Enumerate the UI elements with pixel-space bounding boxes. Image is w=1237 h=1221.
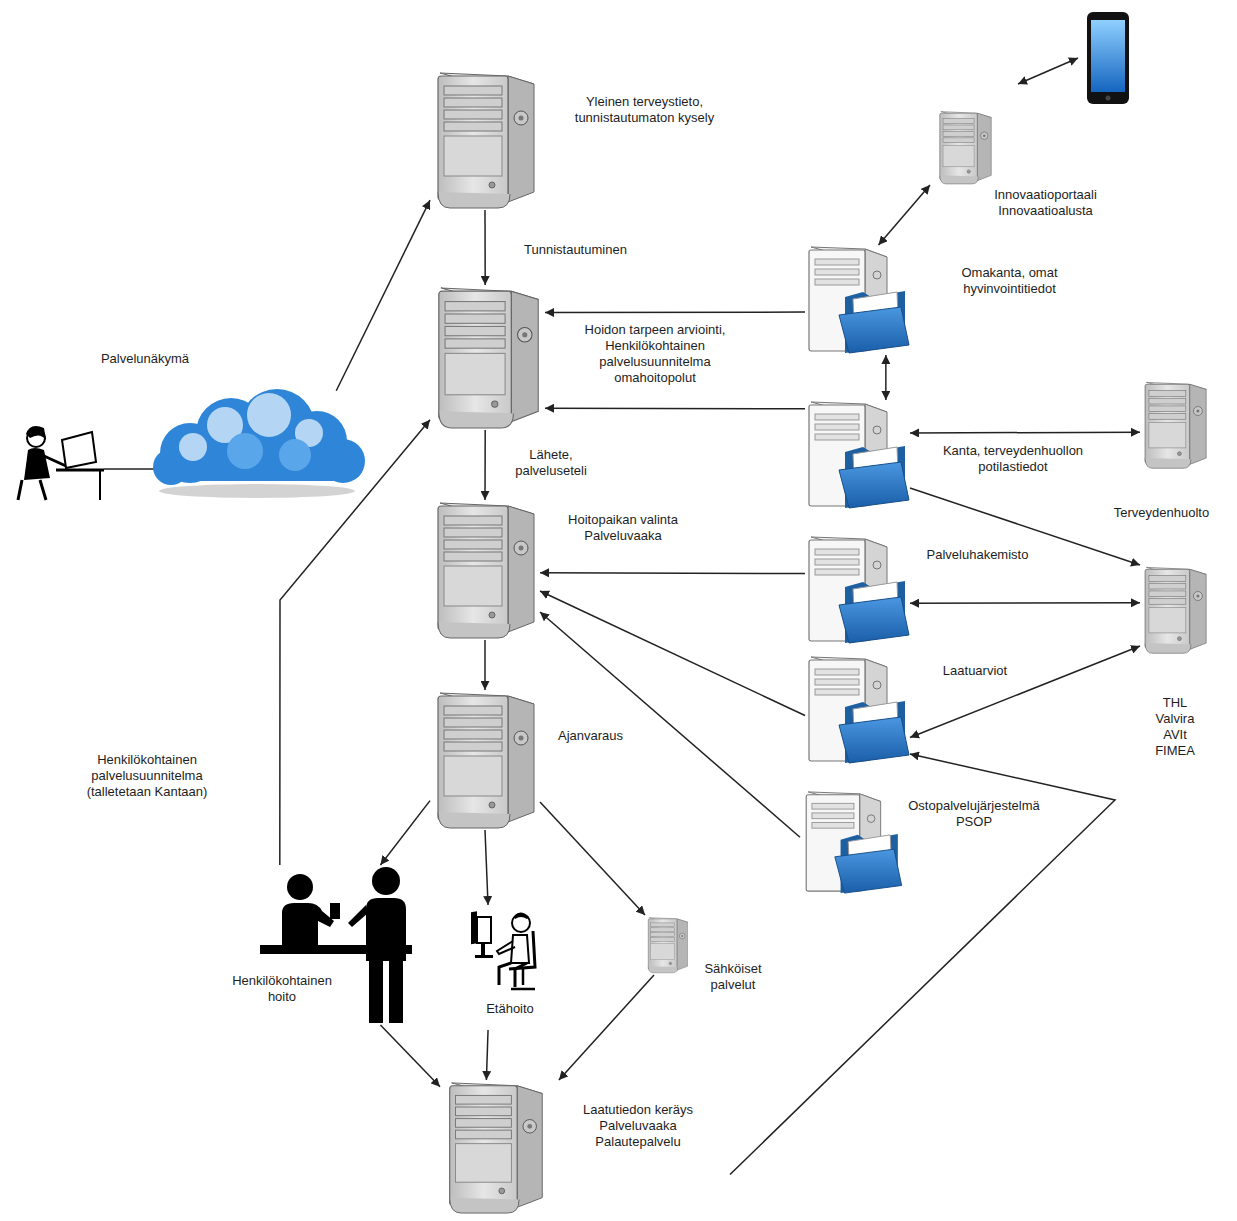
cloud-shape: [153, 389, 365, 498]
node-label: Etähoito: [465, 1001, 555, 1017]
node-label: Sähköiset palvelut: [691, 961, 775, 993]
server-box: Laatutiedon keräys Palveluvaaka Palautep…: [440, 1080, 730, 1215]
server-box: Sähköiset palvelut: [645, 915, 690, 975]
arrow-connector: [879, 185, 931, 245]
node-label: Hoidon tarpeen arviointi, Henkilökohtain…: [570, 322, 740, 386]
arrow-connector: [910, 431, 1140, 433]
tower-shape: [450, 1083, 543, 1213]
tower-icon: [430, 500, 540, 640]
arrow-connector: [885, 355, 887, 400]
folder-shape: [806, 792, 901, 893]
arrow-connector: [484, 640, 486, 690]
arrow-connector: [485, 830, 488, 905]
server-box: Terveydenhuolto: [1140, 380, 1210, 470]
arrow-connector: [545, 311, 805, 313]
arrow-connector: [545, 408, 805, 410]
node-label: Laatuarviot: [920, 663, 1030, 679]
arrow-connector: [540, 572, 805, 574]
edge-label: Henkilökohtainen palvelusuunnitelma (tal…: [70, 752, 224, 800]
server-box: Hoidon tarpeen arviointi, Henkilökohtain…: [430, 285, 545, 430]
edge-label: Lähete, palveluseteli: [503, 447, 599, 479]
arrow-connector: [540, 802, 645, 915]
server-box: Ajanvaraus: [430, 690, 540, 830]
tower-icon: [430, 70, 540, 210]
arrow-connector: [559, 975, 654, 1080]
database-box: Ostopalvelujärjestelmä PSOP: [800, 790, 905, 895]
arrow-connector: [540, 591, 805, 716]
tower-shape: [1145, 567, 1206, 653]
tower-shape: [940, 112, 991, 184]
node-label: Henkilökohtainen hoito: [218, 973, 346, 1005]
arrow-connector: [540, 612, 800, 837]
tower-icon: [440, 1080, 550, 1215]
node-label: THL Valvira AVIt FIMEA: [1145, 695, 1205, 759]
database-box: Kanta, terveydenhuollon potilastiedot: [805, 400, 910, 510]
node-label: Omakanta, omat hyvinvointitiedot: [937, 265, 1082, 297]
arrow-connector: [484, 430, 486, 500]
database-box: Palveluhakemisto: [805, 535, 910, 645]
network-line: [104, 468, 158, 470]
server-box: Yleinen terveystieto, tunnistautumaton k…: [430, 70, 540, 210]
tower-shape: [438, 693, 534, 828]
cloud-view: Palvelunäkymä: [145, 385, 370, 500]
server-box: Innovaatioportaali Innovaatioalusta: [930, 110, 1000, 185]
database-box: Laatuarviot: [805, 655, 910, 765]
care-figure: Henkilökohtainen hoito: [260, 865, 425, 1025]
remote-figure: Etähoito: [465, 905, 561, 1030]
arrow-connector: [910, 602, 1140, 604]
tower-shape: [439, 288, 538, 428]
database-box: Omakanta, omat hyvinvointitiedot: [805, 245, 910, 355]
tower-shape: [648, 918, 687, 973]
tower-icon: [430, 690, 540, 830]
arrow-connector: [380, 1025, 440, 1087]
folder-shape: [809, 247, 909, 353]
tower-icon: [645, 915, 690, 975]
user-at-laptop: [18, 426, 104, 500]
tower-shape: [1145, 382, 1206, 468]
mobile-phone: [1087, 12, 1129, 104]
remote-shape: [471, 911, 535, 989]
node-label: Kanta, terveydenhuollon potilastiedot: [913, 443, 1113, 475]
arrow-connector: [486, 1030, 488, 1080]
phone-link: [1018, 58, 1078, 84]
cloud-icon: [145, 385, 370, 500]
node-label: Palvelunäkymä: [83, 351, 207, 367]
tower-icon: [930, 110, 1000, 185]
tower-shape: [438, 503, 534, 638]
server-box: THL Valvira AVIt FIMEA: [1140, 565, 1210, 655]
tower-shape: [438, 73, 534, 208]
node-label: Ostopalvelujärjestelmä PSOP: [895, 798, 1053, 830]
folder-icon: [805, 400, 910, 510]
folder-icon: [805, 245, 910, 355]
folder-icon: [805, 535, 910, 645]
server-box: Hoitopaikan valinta Palveluvaaka: [430, 500, 540, 640]
tower-icon: [1140, 565, 1210, 655]
edge-label: Tunnistautuminen: [522, 242, 656, 258]
arrow-connector: [380, 801, 430, 865]
node-label: Hoitopaikan valinta Palveluvaaka: [548, 512, 698, 544]
remote-icon: [465, 905, 555, 993]
node-label: Innovaatioportaali Innovaatioalusta: [978, 187, 1113, 219]
tower-icon: [1140, 380, 1210, 470]
arrow-connector: [336, 200, 430, 391]
arrow-connector: [730, 754, 1115, 1175]
folder-icon: [805, 655, 910, 765]
node-label: Palveluhakemisto: [905, 547, 1050, 563]
node-label: Laatutiedon keräys Palveluvaaka Palautep…: [562, 1102, 714, 1150]
folder-shape: [809, 537, 909, 643]
node-label: Ajanvaraus: [558, 728, 658, 744]
folder-shape: [809, 402, 909, 508]
node-label: Terveydenhuolto: [1094, 505, 1229, 521]
folder-shape: [809, 657, 909, 763]
tower-icon: [430, 285, 545, 430]
node-label: Yleinen terveystieto, tunnistautumaton k…: [562, 94, 727, 126]
arrow-connector: [484, 210, 486, 285]
arrow-connector: [910, 646, 1140, 738]
folder-icon: [800, 790, 905, 895]
